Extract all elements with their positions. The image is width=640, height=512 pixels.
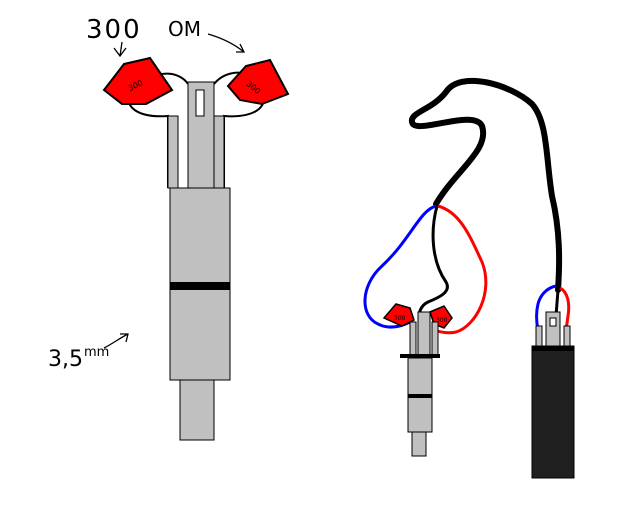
small-plug-ring	[408, 394, 432, 398]
large-plug-left-prong	[167, 115, 179, 189]
small-resistor-right-label: 300	[436, 317, 448, 324]
main-black-cable	[409, 77, 563, 293]
resistance-unit: OM	[168, 17, 201, 41]
small-plug-tip	[411, 431, 427, 457]
large-plug-insulator-ring	[170, 282, 230, 290]
small-plug	[400, 311, 440, 457]
small-resistor-left-body	[382, 303, 415, 327]
diameter-annotation: 3,5 mm	[48, 333, 129, 372]
diameter-value: 3,5	[48, 347, 83, 372]
small-plug-center-pin	[417, 311, 431, 357]
resistor-left: 300	[102, 56, 174, 105]
resistor-right-body	[226, 58, 290, 106]
small-plug-flange	[400, 354, 440, 358]
small-plug-left-prong	[409, 321, 417, 357]
small-plug-blue-wire	[363, 204, 437, 329]
small-resistor-left-label: 300	[394, 315, 406, 322]
jack-body	[531, 345, 575, 479]
arrow-to-plug	[103, 333, 129, 349]
resistance-value: 300	[86, 15, 142, 45]
small-plug-red-wire	[433, 204, 488, 335]
small-plug-black-wire	[417, 205, 449, 321]
jack-body-top-edge	[532, 346, 574, 351]
jack-red-wire	[559, 286, 571, 331]
jack-socket	[531, 311, 575, 479]
arrow-to-right-resistor	[207, 33, 246, 53]
arrow-to-left-resistor	[113, 41, 127, 58]
small-plug-right-prong	[431, 321, 439, 357]
large-plug-tip	[179, 379, 215, 441]
jack-blue-wire	[535, 284, 557, 331]
resistor-left-body	[102, 56, 174, 105]
resistance-annotation: 300 OM	[86, 15, 246, 58]
resistor-right: 300	[226, 58, 290, 106]
large-plug-right-wire	[223, 89, 265, 188]
jack-center-terminal	[545, 311, 561, 347]
large-plug-center-slot	[195, 89, 205, 117]
jack-left-terminal	[535, 325, 543, 347]
large-plug	[127, 71, 265, 441]
large-plug-right-prong	[213, 115, 225, 189]
jack-center-slot	[549, 317, 557, 327]
cable-assembly: 300 300	[363, 77, 575, 479]
jack-right-terminal	[563, 325, 571, 347]
diameter-unit: mm	[84, 345, 109, 360]
